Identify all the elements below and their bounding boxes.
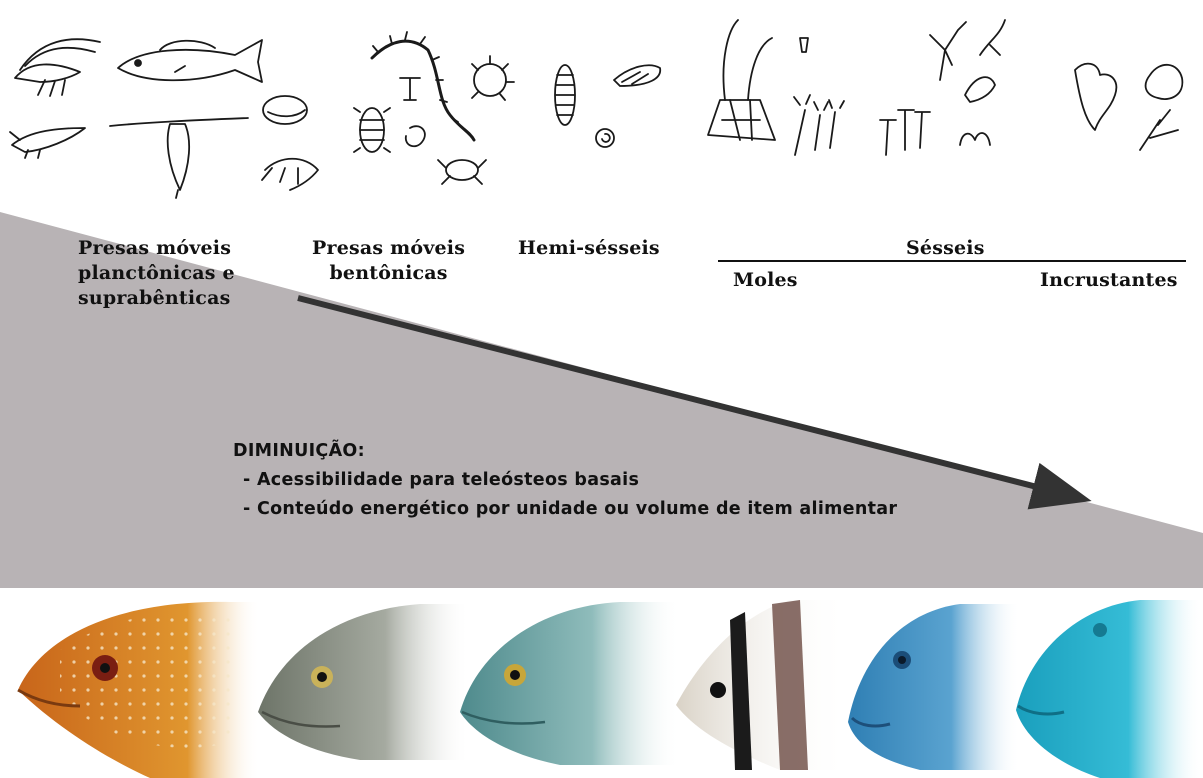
surgeonfish-head-icon <box>848 604 1020 770</box>
grouper-head-icon <box>18 602 260 778</box>
grunt-head-icon <box>460 602 680 765</box>
snapper-head-icon <box>258 604 470 760</box>
parrotfish-head-icon <box>1016 600 1203 778</box>
butterflyfish-head-icon <box>676 600 850 770</box>
